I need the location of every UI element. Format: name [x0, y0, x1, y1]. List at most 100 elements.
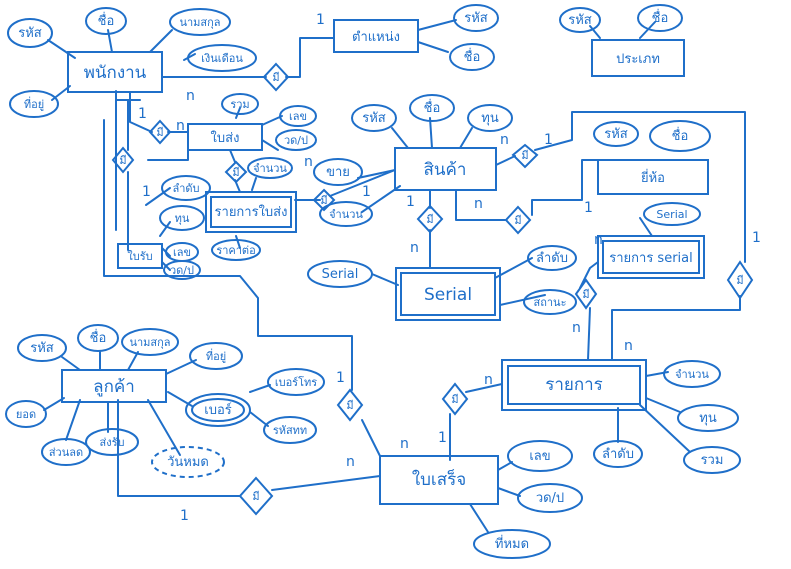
attribute-product-id: รหัส: [351, 104, 397, 132]
svg-text:1: 1: [336, 370, 345, 386]
svg-text:ชื่อ: ชื่อ: [424, 99, 441, 116]
attribute-employee-address: ที่อยู่: [9, 90, 59, 118]
relationship-diamond: มี: [511, 143, 539, 169]
relationship-diamond: มี: [111, 146, 135, 174]
attribute-customer-phone: เบอร์: [185, 393, 251, 427]
svg-text:วด/ป: วด/ป: [536, 491, 564, 506]
attribute-brand-id: รหัส: [593, 121, 639, 147]
svg-text:n: n: [346, 454, 355, 470]
svg-text:1: 1: [406, 194, 415, 210]
svg-text:n: n: [624, 338, 633, 354]
svg-text:เบอร์โทร: เบอร์โทร: [275, 375, 317, 389]
svg-text:จำนวน: จำนวน: [253, 162, 287, 175]
attribute-voucher-date: วด/ป: [163, 260, 201, 280]
svg-text:ยอด: ยอด: [16, 408, 36, 421]
svg-text:1: 1: [138, 106, 147, 122]
svg-text:มี: มี: [156, 126, 163, 139]
attribute-receipt-item-unit-price: ราคาต่อ: [211, 239, 261, 261]
entity-receipt-item: รายการใบส่ง: [205, 191, 297, 233]
svg-text:1: 1: [142, 184, 151, 200]
svg-text:ส่วนลด: ส่วนลด: [49, 446, 83, 459]
svg-text:ตำแหน่ง: ตำแหน่ง: [352, 30, 400, 45]
svg-text:ทุน: ทุน: [481, 111, 499, 126]
entity-brand: ยี่ห้อ: [597, 159, 709, 195]
svg-text:n: n: [176, 118, 185, 134]
attribute-items-total: รวม: [683, 446, 741, 474]
entity-invoice: ใบเสร็จ: [379, 455, 499, 505]
svg-text:1: 1: [752, 230, 761, 246]
relationship-diamond: มี: [238, 476, 274, 516]
svg-text:Serial: Serial: [322, 267, 359, 282]
svg-text:วด/ป: วด/ป: [170, 264, 194, 277]
attribute-employee-id: รหัส: [7, 18, 53, 48]
attribute-employee-surname: นามสกุล: [169, 8, 231, 36]
relationship-diamond: มี: [504, 205, 532, 235]
svg-text:n: n: [410, 240, 419, 256]
svg-text:มี: มี: [320, 194, 327, 207]
attribute-serial-order: ลำดับ: [527, 245, 577, 271]
svg-text:นามสกุล: นามสกุล: [129, 336, 170, 349]
attribute-invoice-number: เลข: [507, 440, 573, 472]
svg-text:n: n: [304, 154, 313, 170]
entity-position: ตำแหน่ง: [333, 19, 419, 53]
svg-text:รายการ: รายการ: [545, 375, 603, 395]
svg-text:รหัส: รหัส: [18, 26, 42, 41]
attribute-items-order: ลำดับ: [593, 440, 643, 468]
svg-text:วด/ป: วด/ป: [284, 134, 308, 147]
svg-text:พนักงาน: พนักงาน: [84, 63, 147, 83]
attribute-employee-salary: เงินเดือน: [187, 44, 257, 72]
attribute-product-cost: ทุน: [467, 104, 513, 132]
attribute-customer-address: ที่อยู่: [189, 342, 243, 370]
svg-text:รหัส: รหัส: [362, 111, 386, 126]
svg-text:1: 1: [438, 430, 447, 446]
attribute-receipt-item-cost: ทุน: [159, 205, 205, 231]
attribute-receipt-total: รวม: [221, 93, 259, 115]
attribute-customer-tel-code: รหัสทท: [263, 416, 317, 444]
svg-text:ที่อยู่: ที่อยู่: [206, 348, 226, 363]
svg-text:n: n: [474, 196, 483, 212]
svg-text:เลข: เลข: [289, 110, 307, 123]
svg-text:ชื่อ: ชื่อ: [652, 9, 669, 26]
svg-text:ชื่อ: ชื่อ: [464, 48, 481, 65]
attribute-position-id: รหัส: [453, 4, 499, 32]
svg-text:1: 1: [584, 200, 593, 216]
relationship-diamond: มี: [262, 62, 290, 92]
relationship-diamond: มี: [224, 160, 248, 184]
attribute-voucher-number: เลข: [165, 242, 199, 262]
attribute-employee-name: ชื่อ: [85, 7, 127, 35]
cardinality-labels: 1 n n 1 1 n 1 n 1 n 1 1 n n n 1 n 1 n n …: [138, 12, 761, 524]
attribute-serial-status: สถานะ: [523, 289, 577, 315]
svg-text:ชื่อ: ชื่อ: [90, 329, 107, 346]
entity-customer: ลูกค้า: [61, 369, 167, 403]
svg-text:ใบส่ง: ใบส่ง: [211, 130, 240, 146]
svg-text:รหัส: รหัส: [604, 127, 628, 142]
svg-text:ลำดับ: ลำดับ: [602, 447, 634, 462]
attribute-receipt-date: วด/ป: [275, 129, 317, 151]
svg-text:นามสกุล: นามสกุล: [179, 16, 220, 29]
svg-text:มี: มี: [252, 490, 259, 503]
relationship-diamond: มี: [441, 382, 469, 416]
svg-text:จำนวน: จำนวน: [675, 368, 709, 381]
attribute-product-qty: จำนวน: [319, 201, 373, 227]
svg-text:1: 1: [544, 132, 553, 148]
svg-text:รหัส: รหัส: [30, 341, 54, 356]
entity-items: รายการ: [501, 359, 647, 411]
attribute-position-name: ชื่อ: [449, 43, 495, 71]
svg-text:n: n: [500, 132, 509, 148]
svg-text:วันหมด: วันหมด: [167, 455, 209, 470]
svg-text:มี: มี: [346, 399, 353, 412]
entity-receipt: ใบส่ง: [187, 123, 263, 151]
attribute-customer-id: รหัส: [17, 334, 67, 362]
attribute-invoice-date: วด/ป: [517, 483, 583, 513]
relationship-diamond: มี: [312, 188, 336, 212]
attribute-receipt-number: เลข: [279, 105, 317, 127]
svg-text:มี: มี: [736, 274, 743, 287]
entity-category: ประเภท: [591, 39, 685, 77]
entity-product: สินค้า: [394, 147, 497, 191]
entity-serial-item: รายการ serial: [597, 235, 705, 279]
attribute-customer-balance: ยอด: [5, 400, 47, 428]
svg-text:ที่หมด: ที่หมด: [495, 535, 529, 552]
svg-text:Serial: Serial: [424, 285, 472, 305]
svg-text:เลข: เลข: [529, 449, 550, 464]
svg-text:ราคาต่อ: ราคาต่อ: [216, 244, 255, 257]
